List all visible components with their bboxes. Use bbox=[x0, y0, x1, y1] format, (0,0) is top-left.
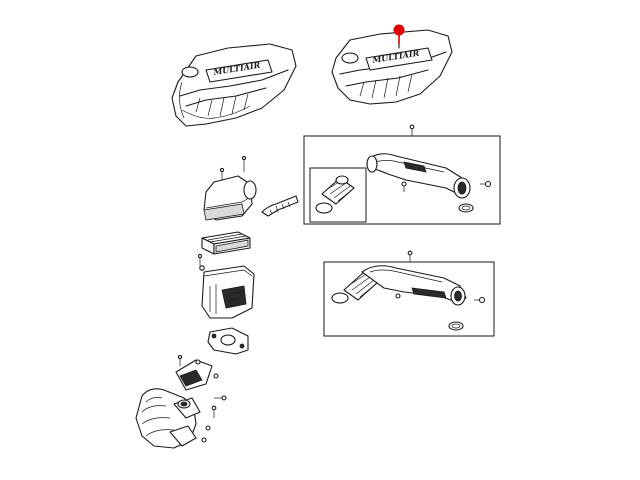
air-duct-1 bbox=[366, 153, 471, 199]
air-duct-detail-box-2[interactable] bbox=[323, 250, 495, 337]
selected-part-marker[interactable] bbox=[393, 24, 405, 45]
air-cleaner-housing[interactable] bbox=[197, 253, 255, 319]
air-duct-detail-box-1[interactable] bbox=[303, 124, 501, 225]
corrugated-hose-2 bbox=[331, 271, 379, 304]
resonator[interactable] bbox=[175, 354, 219, 391]
air-filter-element[interactable] bbox=[201, 231, 251, 255]
engine-cover-left[interactable]: MULTIAIR bbox=[171, 43, 297, 127]
mounting-bracket[interactable] bbox=[207, 327, 249, 355]
breather-hose[interactable] bbox=[261, 195, 299, 217]
corrugated-hose-1 bbox=[315, 175, 355, 214]
intake-hose-assembly[interactable] bbox=[135, 388, 227, 449]
engine-cover-right[interactable]: MULTIAIR bbox=[331, 29, 453, 105]
air-cleaner-cover[interactable] bbox=[203, 155, 257, 221]
air-duct-2 bbox=[361, 265, 467, 306]
